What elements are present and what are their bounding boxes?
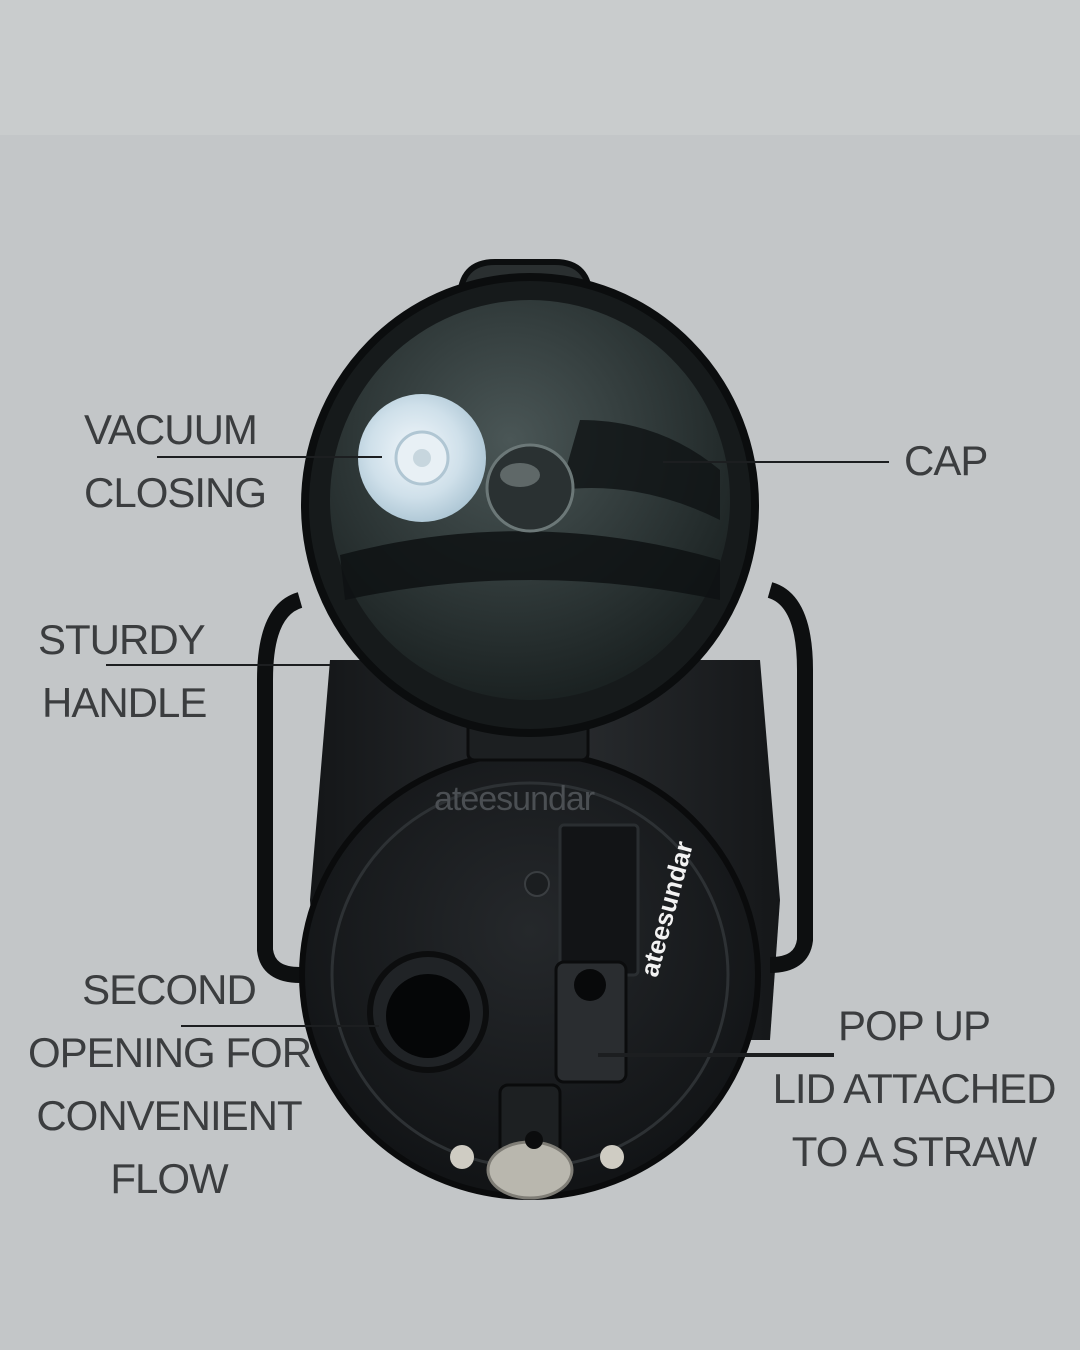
- label-sturdy-handle: STURDY HANDLE: [38, 616, 207, 726]
- top-band: [0, 0, 1080, 135]
- leader-second-opening: [181, 1025, 379, 1027]
- watermark-center: ateesundar: [434, 780, 595, 818]
- leader-cap: [663, 461, 889, 463]
- label-pop-up-lid: POP UP LID ATTACHED TO A STRAW: [772, 1002, 1057, 1175]
- leader-sturdy-handle: [106, 664, 330, 666]
- label-second-opening: SECOND OPENING FOR CONVENIENT FLOW: [28, 966, 312, 1202]
- leader-vacuum-closing: [157, 456, 382, 458]
- leader-pop-up-lid: [598, 1053, 834, 1057]
- label-vacuum-closing: VACUUM CLOSING: [84, 406, 267, 516]
- sturdy-handle: [257, 592, 303, 983]
- label-cap: CAP: [904, 437, 988, 484]
- pop-up-straw-lid: [558, 823, 640, 977]
